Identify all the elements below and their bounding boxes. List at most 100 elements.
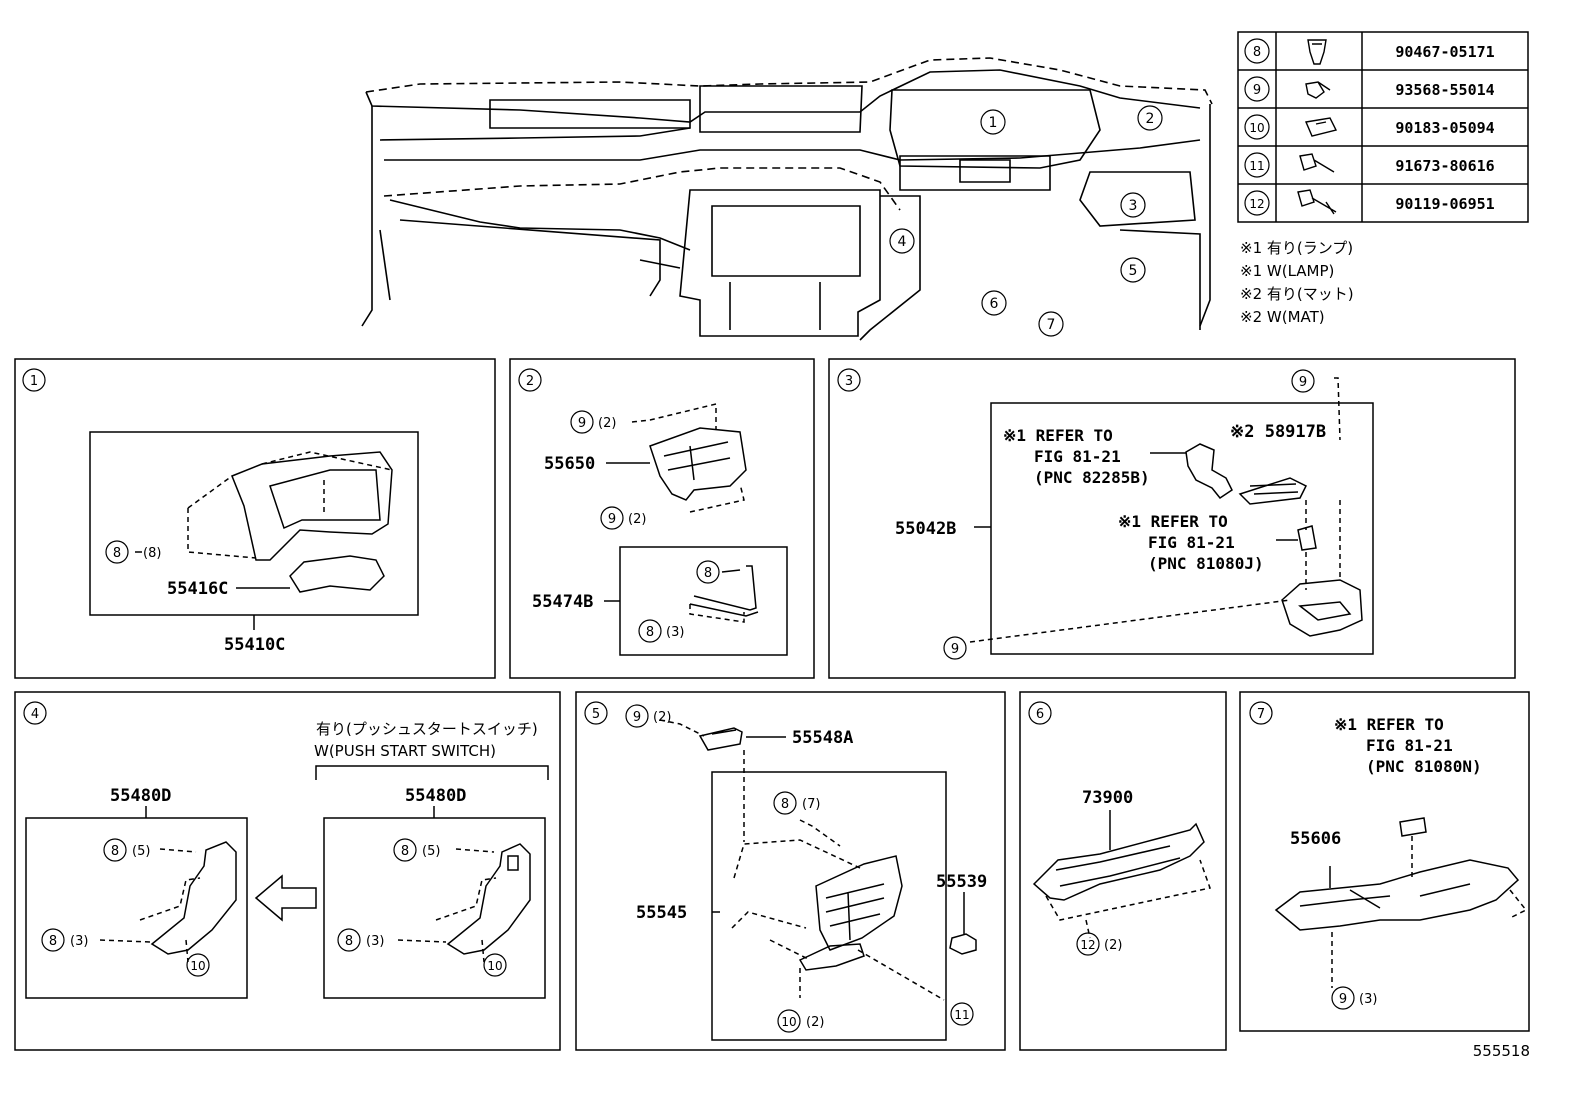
callout-12: 12 [1080,938,1095,952]
callout-8: 8 [781,797,789,812]
legend-line: ※2 有り(マット) [1240,285,1354,303]
fastener-icons [1297,39,1338,215]
table-ref-10: 10 [1249,121,1264,135]
variant-label-jp: 有り(プッシュスタートスイッチ) [316,720,538,738]
table-ref-12: 12 [1249,197,1264,211]
overview-callouts [889,105,1163,337]
table-part-no: 90183-05094 [1395,119,1494,137]
panel-2-id: 2 [526,374,534,389]
legend-line: ※2 W(MAT) [1240,308,1325,326]
part-55474B: 55474B [532,592,593,612]
refer-note-line: ※1 REFER TO [1003,426,1113,445]
panel-3-id: 3 [845,374,853,389]
part-55539: 55539 [936,872,987,892]
callout-10: 10 [487,959,502,973]
overview-callout-7: 7 [1047,317,1056,333]
callout-qty: (3) [1359,992,1377,1007]
callout-8: 8 [111,844,119,859]
part-55480D: 55480D [405,786,466,806]
nut-clip-icon [1305,117,1338,137]
bolt-icon [1299,153,1335,173]
table-ref-8: 8 [1253,45,1261,60]
panel-1-id: 1 [30,374,38,389]
panel-2-drawing [570,403,788,656]
refer-note-line: (PNC 81080N) [1366,757,1482,776]
callout-9: 9 [633,710,641,725]
refer-note-line: (PNC 82285B) [1034,468,1150,487]
callout-9: 9 [1339,992,1347,1007]
overview-callout-4: 4 [898,234,907,250]
callout-9: 9 [578,416,586,431]
callout-qty: (8) [143,546,161,561]
variant-label-en: W(PUSH START SWITCH) [314,742,496,760]
legend: ※1 有り(ランプ) ※1 W(LAMP) ※2 有り(マット) ※2 W(MA… [1240,239,1354,326]
table-part-no: 93568-55014 [1395,81,1494,99]
legend-line: ※1 有り(ランプ) [1240,239,1353,257]
callout-10: 10 [781,1015,796,1029]
table-part-no: 90467-05171 [1395,43,1494,61]
callout-8: 8 [401,844,409,859]
overview-callout-1: 1 [989,115,998,131]
panel-7-id: 7 [1257,707,1265,722]
refer-note-line: ※1 REFER TO [1334,715,1444,734]
clip-icon [1307,39,1327,65]
overview-callout-6: 6 [990,296,999,312]
callout-qty: (2) [628,512,646,527]
panel-frames [14,358,1530,1051]
fastener-table [1237,31,1529,223]
callout-8: 8 [49,934,57,949]
callout-qty: (3) [70,934,88,949]
part-58917B: ※2 58917B [1230,422,1326,442]
callout-9: 9 [1299,375,1307,390]
refer-note-line: (PNC 81080J) [1148,554,1264,573]
overview-callout-3: 3 [1129,198,1138,214]
overview-dashboard-drawing [361,57,1213,341]
panel-1-drawing [89,431,419,630]
callout-qty: (3) [666,625,684,640]
callout-qty: (2) [1104,938,1122,953]
part-55606: 55606 [1290,829,1341,849]
overview-callout-5: 5 [1129,263,1138,279]
callout-qty: (5) [132,844,150,859]
callout-qty: (3) [366,934,384,949]
refer-note-line: FIG 81-21 [1034,447,1121,466]
callout-9: 9 [951,642,959,657]
callout-8: 8 [704,566,712,581]
callout-8: 8 [113,546,121,561]
callout-9: 9 [608,512,616,527]
callout-8: 8 [646,625,654,640]
part-55650: 55650 [544,454,595,474]
panel-6-id: 6 [1036,707,1044,722]
panel-5-id: 5 [592,707,600,722]
callout-10: 10 [190,959,205,973]
part-55042B: 55042B [895,519,956,539]
panel-3-drawing [943,369,1374,660]
callout-qty: (2) [806,1015,824,1030]
panel-5-drawing [625,704,977,1041]
panel-4-drawing [25,765,549,999]
screw-icon [1305,81,1331,99]
panel-6-drawing [1032,810,1211,956]
overview-callout-2: 2 [1146,111,1155,127]
panel-id-circles [22,368,1273,725]
figure-id: 555518 [1473,1042,1530,1060]
refer-note-line: ※1 REFER TO [1118,512,1228,531]
refer-note-line: FIG 81-21 [1148,533,1235,552]
part-55548A: 55548A [792,728,853,748]
part-55545: 55545 [636,903,687,923]
panel-7-drawing [1274,817,1528,1010]
part-55410C: 55410C [224,635,285,655]
part-73900: 73900 [1082,788,1133,808]
table-ref-9: 9 [1253,83,1261,98]
panel-4-id: 4 [31,707,39,722]
callout-8: 8 [345,934,353,949]
refer-note-line: FIG 81-21 [1366,736,1453,755]
callout-qty: (2) [598,416,616,431]
table-part-no: 90119-06951 [1395,195,1494,213]
washer-bolt-icon [1297,189,1337,215]
table-part-no: 91673-80616 [1395,157,1494,175]
part-55416C: 55416C [167,579,228,599]
callout-qty: (7) [802,797,820,812]
callout-qty: (2) [653,710,671,725]
